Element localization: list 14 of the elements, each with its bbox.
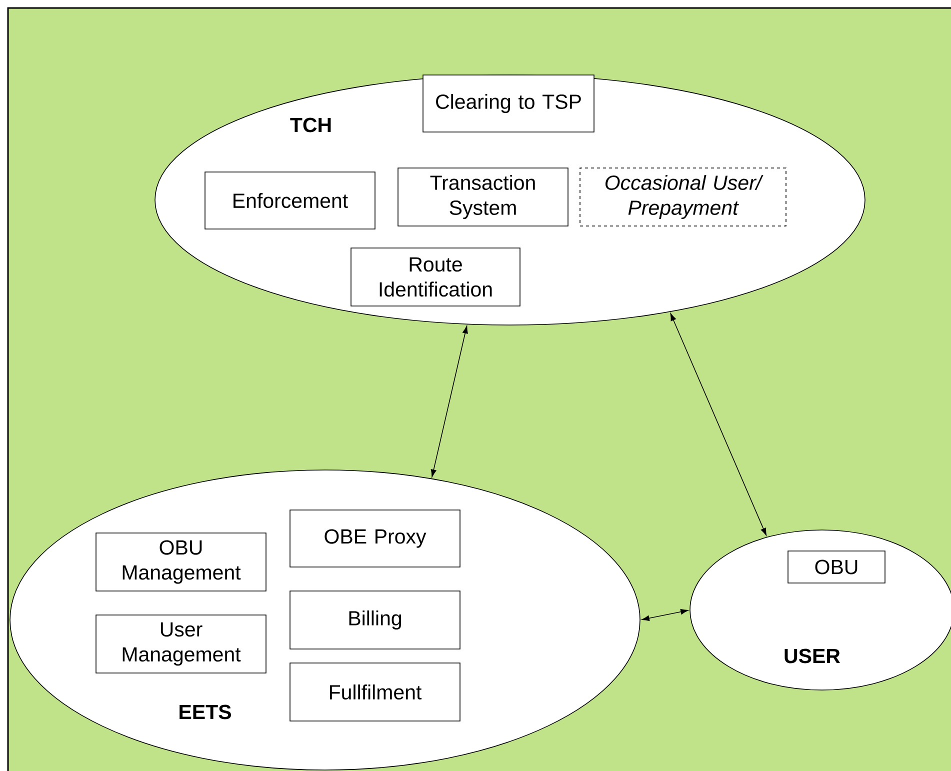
arrow: [642, 609, 688, 621]
process-box: Fullfilment: [290, 662, 460, 722]
process-box: Transaction System: [398, 168, 568, 226]
process-box: OBU: [788, 550, 886, 584]
process-box: Clearing to TSP: [422, 74, 594, 132]
process-box: Route Identification: [350, 248, 520, 306]
process-box: Billing: [290, 590, 460, 650]
process-box: Enforcement: [204, 172, 376, 230]
arrow: [670, 313, 767, 536]
process-box: User Management: [96, 614, 266, 674]
process-box: OBU Management: [96, 532, 266, 592]
arrow: [430, 326, 468, 478]
process-box: OBE Proxy: [290, 510, 460, 568]
process-box: Occasional User/ Prepayment: [580, 168, 786, 226]
